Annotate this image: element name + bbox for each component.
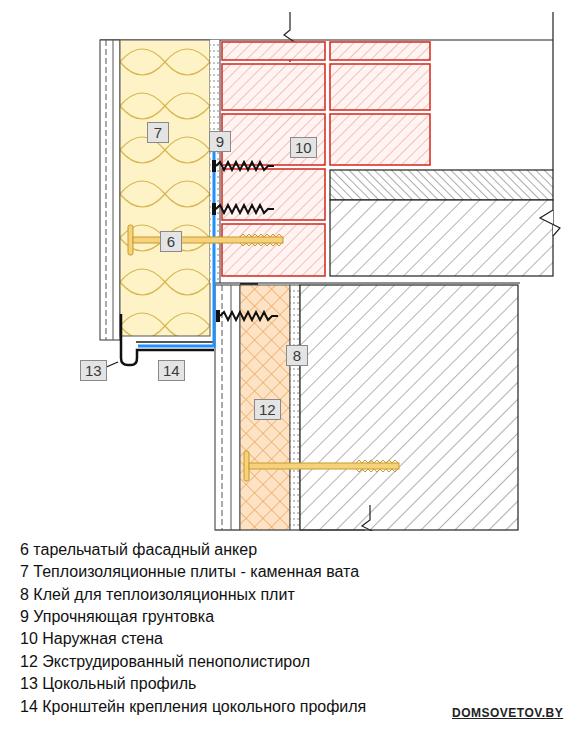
watermark: DOMSOVETOV.BY [452,706,563,720]
callout-number: 14 [158,360,185,381]
callout-number: 8 [286,345,308,366]
legend-text: 13 Цокольный профиль [20,674,196,694]
legend-text: 14 Кронштейн крепления цокольного профил… [20,697,366,717]
legend-text: 7 Теплоизоляционные плиты - каменная ват… [20,562,359,582]
callout-number: 9 [209,131,231,152]
callout-number: 10 [290,137,317,158]
legend-text: 9 Упрочняющая грунтовка [20,607,214,627]
legend-text: 6 тарельчатый фасадный анкер [20,540,257,560]
legend-text: 10 Наружная стена [20,629,163,649]
callout-number: 12 [254,399,281,420]
callout-number: 6 [160,231,182,252]
legend-text: 8 Клей для теплоизоляционных плит [20,585,295,605]
legend-text: 12 Экструдированный пенополистирол [20,652,310,672]
callout-number: 7 [147,122,169,143]
callout-number: 13 [80,360,107,381]
